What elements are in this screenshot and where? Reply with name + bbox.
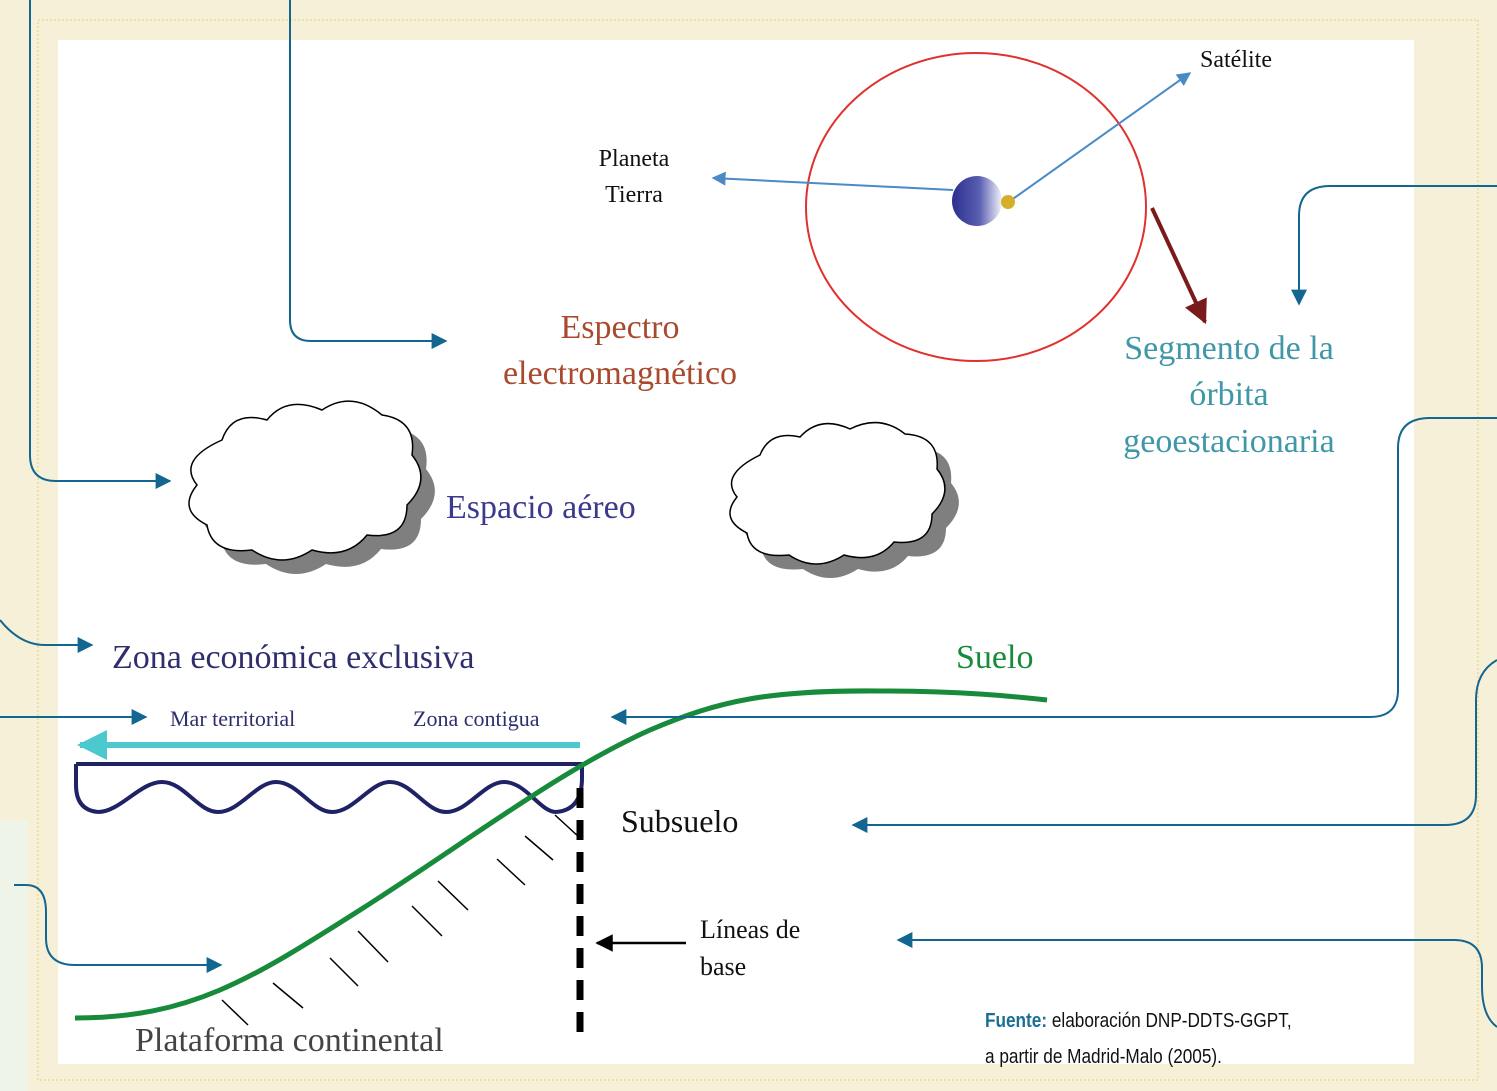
label-airspace: Espacio aéreo bbox=[446, 489, 636, 526]
callout-airspace bbox=[29, 0, 172, 489]
label-spectrum-line1: Espectro bbox=[561, 309, 680, 346]
callout-baselines bbox=[896, 932, 1497, 1028]
callout-subsoil bbox=[851, 659, 1497, 833]
earth-icon bbox=[952, 176, 1002, 226]
satellite-icon bbox=[1001, 195, 1015, 209]
label-territorial-sea: Mar territorial bbox=[170, 706, 295, 731]
subsoil-hatching bbox=[221, 814, 581, 1026]
label-orbit-line1: Segmento de la bbox=[1124, 330, 1334, 367]
left-edge-strip bbox=[0, 820, 28, 1091]
cloud-icon-left bbox=[188, 400, 435, 574]
label-contiguous-zone: Zona contigua bbox=[413, 706, 540, 731]
label-baselines-line1: Líneas de bbox=[700, 915, 800, 944]
cloud-icon-right bbox=[729, 421, 959, 578]
satellite-pointer-arrow bbox=[1009, 72, 1192, 202]
orbit-segment-arrow bbox=[1150, 207, 1207, 325]
callout-spectrum bbox=[289, 0, 448, 349]
label-spectrum-line2: electromagnético bbox=[503, 355, 737, 392]
source-label: Fuente: bbox=[985, 1009, 1047, 1032]
label-orbit-line3: geoestacionaria bbox=[1123, 423, 1334, 460]
label-orbit-line2: órbita bbox=[1189, 376, 1268, 413]
callout-shelf bbox=[14, 884, 223, 973]
label-baselines-line2: base bbox=[700, 952, 746, 981]
source-line1: Fuente: elaboración DNP-DDTS-GGPT, bbox=[985, 1009, 1292, 1032]
source-text-line2: a partir de Madrid-Malo (2005). bbox=[985, 1045, 1222, 1068]
label-planet-line2: Tierra bbox=[605, 182, 663, 208]
soil-curve bbox=[74, 688, 1048, 1021]
sea-bracket-left bbox=[74, 764, 99, 814]
label-planet-line1: Planeta bbox=[599, 146, 670, 172]
callout-eez bbox=[0, 619, 94, 653]
label-subsoil: Subsuelo bbox=[621, 803, 738, 839]
planet-pointer-arrow bbox=[711, 171, 954, 191]
label-shelf: Plataforma continental bbox=[135, 1022, 444, 1059]
callout-orbit bbox=[1291, 185, 1497, 306]
label-soil: Suelo bbox=[956, 639, 1033, 676]
label-satellite: Satélite bbox=[1200, 47, 1272, 73]
sea-wave-line bbox=[97, 779, 557, 815]
panel-border bbox=[37, 19, 1479, 1081]
source-note: Fuente: elaboración DNP-DDTS-GGPT, a par… bbox=[985, 1009, 1292, 1068]
label-eez: Zona económica exclusiva bbox=[112, 639, 475, 676]
callout-contiguous-zone bbox=[610, 417, 1497, 725]
source-text-line1: elaboración DNP-DDTS-GGPT, bbox=[1047, 1009, 1292, 1032]
geostationary-orbit-circle bbox=[805, 52, 1147, 362]
